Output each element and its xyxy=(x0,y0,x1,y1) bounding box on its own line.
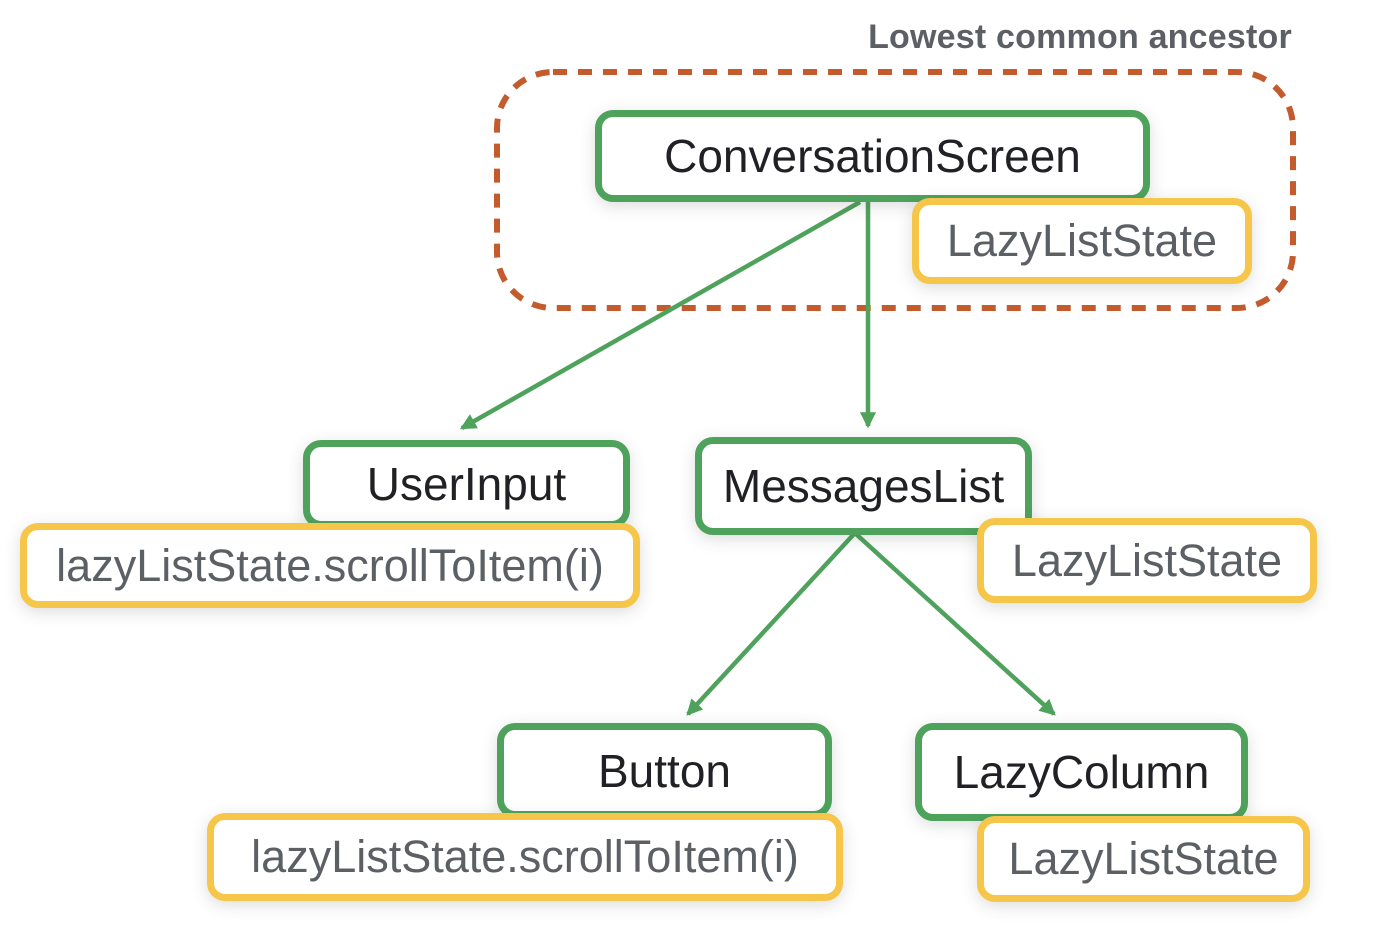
node-user-input-label: UserInput xyxy=(366,458,567,510)
node-button: Button xyxy=(497,723,832,818)
node-messages-list: MessagesList xyxy=(695,437,1032,535)
node-button-label: Button xyxy=(598,744,731,797)
edge-messageslist-to-button xyxy=(686,532,856,716)
state-tag-conversation-screen-label: LazyListState xyxy=(946,215,1218,266)
node-lazy-column-label: LazyColumn xyxy=(953,746,1210,798)
node-messages-list-label: MessagesList xyxy=(722,460,1005,512)
lowest-common-ancestor-label: Lowest common ancestor xyxy=(868,18,1292,56)
lowest-common-ancestor-dashed-outline xyxy=(494,69,1296,311)
edge-messageslist-to-lazycolumn xyxy=(854,532,1056,716)
node-conversation-screen-label: ConversationScreen xyxy=(664,130,1081,182)
node-conversation-screen: ConversationScreen xyxy=(595,110,1150,202)
state-tag-conversation-screen: LazyListState xyxy=(912,198,1252,284)
state-tag-lazy-column-label: LazyListState xyxy=(1008,833,1279,884)
state-tag-user-input-label: lazyListState.scrollToItem(i) xyxy=(56,539,604,591)
state-tag-messages-list-label: LazyListState xyxy=(1011,534,1283,586)
edge-conversationscreen-to-userinput xyxy=(459,200,862,430)
state-tag-user-input: lazyListState.scrollToItem(i) xyxy=(20,523,640,608)
state-tag-button-label: lazyListState.scrollToItem(i) xyxy=(251,831,799,882)
state-tag-lazy-column: LazyListState xyxy=(977,816,1310,902)
node-lazy-column: LazyColumn xyxy=(915,723,1248,821)
node-user-input: UserInput xyxy=(303,440,630,528)
state-tag-button: lazyListState.scrollToItem(i) xyxy=(207,813,843,901)
state-tag-messages-list: LazyListState xyxy=(977,518,1317,603)
